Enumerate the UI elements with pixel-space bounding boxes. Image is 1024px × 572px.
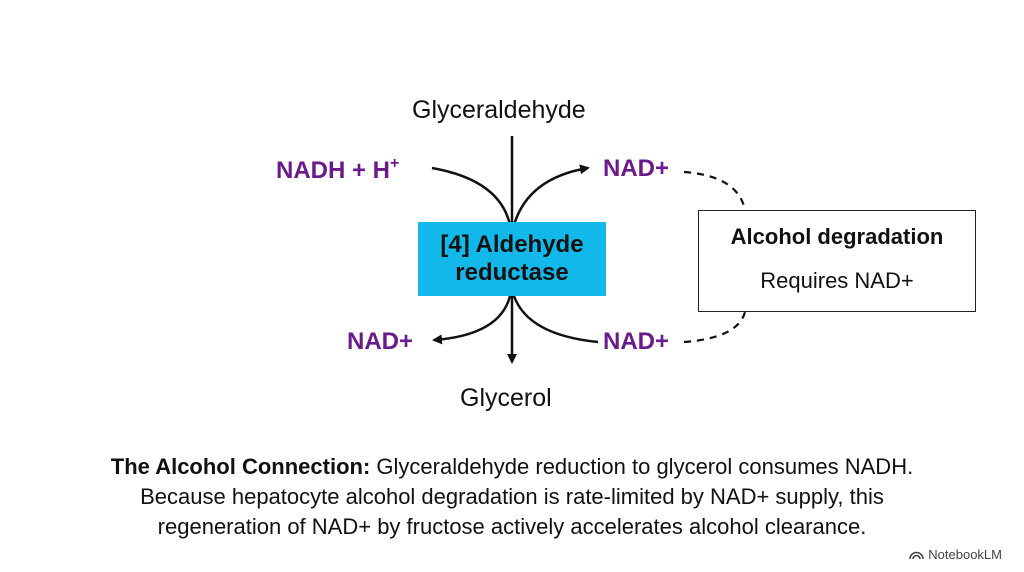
product-label: Glycerol — [460, 384, 552, 412]
nad-out-right-arc — [512, 164, 590, 226]
caption-line-1: The Alcohol Connection: Glyceraldehyde r… — [20, 452, 1004, 482]
cofactor-nad-bottom-left: NAD+ — [347, 328, 414, 355]
nadh-in-arc — [431, 166, 512, 226]
substrate-label: Glyceraldehyde — [412, 96, 586, 124]
watermark-text: NotebookLM — [928, 547, 1002, 562]
nad-out-left-arc — [432, 295, 512, 345]
dashed-connector-bottom — [683, 311, 747, 344]
caption-line-2: Because hepatocyte alcohol degradation i… — [140, 484, 884, 509]
nad-in-right-arc — [512, 295, 599, 344]
cofactor-nadh-text: NADH + H — [276, 157, 391, 184]
enzyme-name-line1: [4] Aldehyde — [440, 231, 584, 258]
cofactor-nad-bottom-right: NAD+ — [603, 328, 670, 355]
enzyme-name-line2: reductase — [455, 259, 569, 286]
alcohol-box-subtitle: Requires NAD+ — [760, 268, 914, 293]
alcohol-degradation-box: Alcohol degradation Requires NAD+ — [698, 210, 976, 312]
cofactor-nadh-superscript: + — [390, 155, 400, 172]
caption-line-1-text: Glyceraldehyde reduction to glycerol con… — [370, 454, 914, 479]
cofactor-nad-top-right: NAD+ — [603, 155, 670, 182]
notebooklm-watermark: NotebookLM — [909, 547, 1002, 562]
caption-heading: The Alcohol Connection: — [110, 454, 371, 479]
cofactor-nadh-label: NADH + H+ — [276, 155, 399, 185]
caption: The Alcohol Connection: Glyceraldehyde r… — [20, 452, 1004, 542]
notebooklm-logo-icon — [909, 551, 925, 560]
alcohol-box-title: Alcohol degradation — [730, 224, 944, 249]
dashed-connector-top — [683, 170, 747, 211]
enzyme-box: [4] Aldehyde reductase — [418, 222, 606, 296]
caption-line-3: regeneration of NAD+ by fructose activel… — [157, 514, 867, 539]
